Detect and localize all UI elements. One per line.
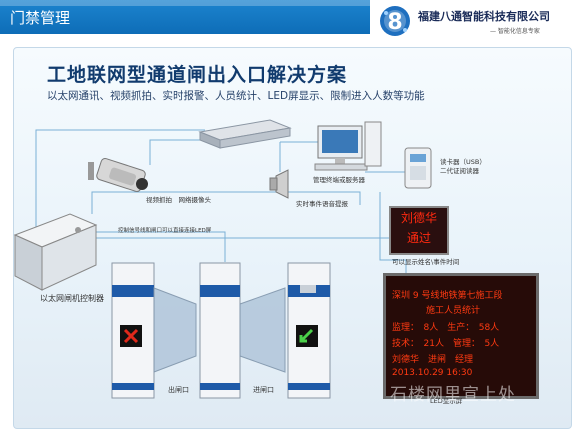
led-board-row-4: 技术： 21人 管理： 5人	[392, 339, 500, 349]
led-name-line-2: 通过	[406, 231, 431, 245]
turnstile-gate-middle-icon	[199, 262, 241, 399]
alarm-speaker-icon	[269, 169, 289, 199]
svg-text:8: 8	[387, 10, 402, 35]
cable-note-label: 控制信号线和闸口可以直接连接LED屏	[118, 228, 212, 234]
led-board-row-5: 刘德华 进闸 经理	[392, 355, 474, 365]
signal-line-board	[379, 192, 407, 273]
network-line-controller-switch	[35, 129, 205, 235]
signal-line-gates	[92, 231, 226, 262]
company-name: 福建八通智能科技有限公司	[418, 10, 550, 23]
alarm-label: 实时事件语音提报	[296, 200, 348, 208]
led-board-row-6: 2013.10.29 16:30	[392, 368, 473, 378]
network-line-led	[91, 191, 361, 214]
led-name-line-1: 刘德华	[400, 211, 437, 225]
turnstile-wing-right-icon	[239, 287, 286, 373]
turnstile-wing-left-icon	[153, 287, 197, 373]
server-label: 管理终端或服务器	[313, 176, 365, 184]
card-reader-label: 读卡器（USB） 二代证阅读器	[440, 158, 486, 175]
network-line-camera	[149, 139, 205, 165]
camera-icon	[88, 157, 148, 193]
entry-gate-label: 进闸口	[253, 386, 274, 394]
card-reader-icon	[404, 147, 432, 189]
led-board-row-2: 施工人员统计	[426, 306, 481, 316]
controller-box-icon	[13, 213, 98, 291]
company-logo-icon: 8	[380, 6, 410, 36]
name-led-screen: 刘德华 通过	[389, 206, 449, 255]
header-shine	[0, 0, 580, 6]
exit-gate-label: 出闸口	[168, 386, 189, 394]
company-logo-area: 8 福建八通智能科技有限公司 — 智能化信息专家	[370, 0, 580, 42]
section-label: 门禁管理	[10, 9, 71, 27]
led-board-row-3: 监理： 8人 生产： 58人	[392, 323, 500, 333]
diagram-title: 工地联网型通道闸出入口解决方案	[47, 64, 348, 86]
controller-label: 以太网闸机控制器	[40, 294, 104, 303]
led-board-caption: LED显示屏	[430, 397, 463, 405]
camera-label: 视频抓拍 网络摄像头	[146, 196, 211, 204]
server-icon	[314, 121, 382, 171]
turnstile-gate-left-icon	[111, 262, 155, 399]
led-board-row-1: 深圳 9 号线地铁第七施工段	[392, 291, 503, 301]
diagram-subtitle: 以太网通讯、视频抓拍、实时报警、人员统计、LED屏显示、限制进入人数等功能	[47, 90, 425, 102]
network-switch-icon	[198, 119, 292, 149]
company-slogan: — 智能化信息专家	[490, 28, 540, 35]
led-statistics-board: 深圳 9 号线地铁第七施工段 施工人员统计 监理： 8人 生产： 58人 技术：…	[383, 273, 539, 399]
turnstile-gate-right-icon	[287, 262, 331, 399]
watermark-text: 石楼网里宣上处	[390, 385, 516, 405]
name-screen-note: 可以显示姓名\事件时间	[392, 258, 460, 266]
